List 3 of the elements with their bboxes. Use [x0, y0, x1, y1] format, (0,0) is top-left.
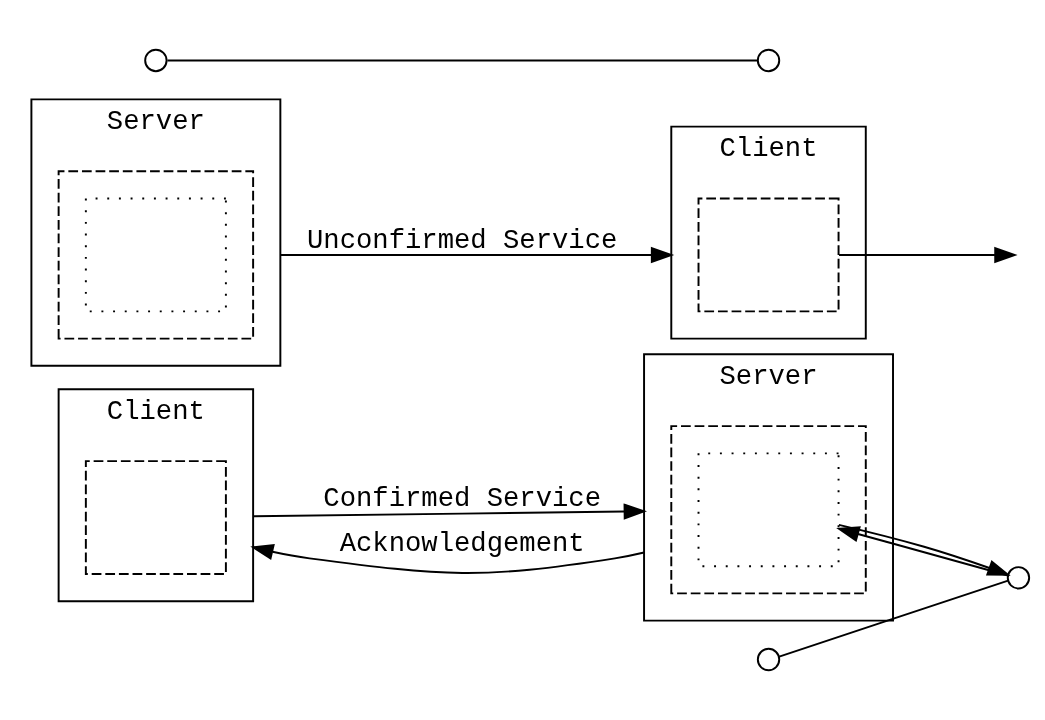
- edge-label: Unconfirmed Service: [307, 224, 618, 256]
- edge-label: Confirmed Service: [323, 483, 602, 515]
- edge-label: Acknowledgement: [339, 527, 585, 559]
